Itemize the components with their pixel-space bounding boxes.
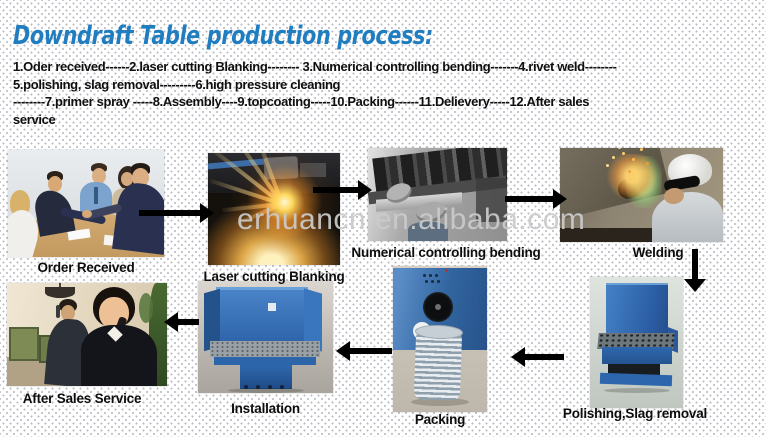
arrow-down-icon xyxy=(684,249,706,292)
arrow-head xyxy=(553,189,567,209)
label-laser-cutting: Laser cutting Blanking xyxy=(203,269,345,284)
lamp-stem xyxy=(59,283,61,288)
drawer-opening xyxy=(608,364,660,375)
work-table-surface xyxy=(210,341,320,357)
base-feet xyxy=(244,385,248,389)
spark-dots xyxy=(612,156,615,159)
arrow-shaft xyxy=(313,187,359,193)
tie xyxy=(94,187,98,204)
person-head xyxy=(121,172,133,186)
arrow-shaft xyxy=(349,348,392,354)
label-packing: Packing xyxy=(414,412,466,427)
process-line-2: 5.polishing, slag removal---------6.high… xyxy=(13,76,341,92)
fan-hub xyxy=(435,304,441,310)
photo-welding xyxy=(560,148,723,242)
plant-leaves xyxy=(139,293,153,323)
arrow-right-icon xyxy=(505,189,567,209)
person-head xyxy=(48,176,62,192)
headset-band xyxy=(56,305,60,318)
arrow-head xyxy=(511,347,525,367)
agent-face xyxy=(61,305,75,321)
table-apron xyxy=(602,347,672,364)
label-order-received: Order Received xyxy=(37,260,135,275)
arrow-head xyxy=(684,279,706,292)
arrow-shaft xyxy=(692,249,698,280)
arrow-right-icon xyxy=(313,180,372,200)
floor-shadow xyxy=(411,398,469,406)
floor-shadow xyxy=(228,388,304,393)
machine-side xyxy=(476,178,507,222)
process-line-1: 1.Oder received------2.laser cutting Bla… xyxy=(13,59,617,74)
label-sticker xyxy=(268,303,276,311)
arrow-head xyxy=(336,341,350,361)
label-polishing: Polishing,Slag removal xyxy=(562,406,708,421)
pedestal-base xyxy=(240,365,292,389)
computer-monitor xyxy=(9,327,39,361)
laser-glow xyxy=(208,153,340,265)
arrow-shaft xyxy=(177,319,199,325)
table-front-lip xyxy=(214,357,316,365)
worker-shirt xyxy=(652,192,723,242)
photo-installation xyxy=(198,281,333,393)
booth-back-wall xyxy=(216,287,308,346)
arrow-head xyxy=(164,312,178,332)
drawer-front xyxy=(599,372,673,387)
arrow-shaft xyxy=(505,196,554,202)
photo-after-sales xyxy=(7,283,167,386)
filter-cartridge xyxy=(413,329,463,401)
grinding-sparks xyxy=(604,154,660,198)
arrow-left-icon xyxy=(164,312,199,332)
arrow-shaft xyxy=(139,210,201,216)
photo-order-received xyxy=(8,150,164,257)
label-after-sales: After Sales Service xyxy=(22,391,142,406)
process-description: 1.Oder received------2.laser cutting Bla… xyxy=(13,58,765,128)
indicator-light xyxy=(445,269,448,272)
process-line-4: service xyxy=(13,111,56,127)
person-head xyxy=(92,168,106,184)
arrow-head xyxy=(200,203,214,223)
label-welding: Welding xyxy=(632,245,684,260)
photo-cnc-bending xyxy=(368,148,507,241)
photo-packing xyxy=(393,266,487,412)
floor-shadow xyxy=(604,388,670,393)
worker-sleeve xyxy=(408,222,448,241)
watermark-text: erhuancn.en.alibaba.com xyxy=(237,203,586,236)
photo-laser-cutting xyxy=(208,153,340,265)
arrow-right-icon xyxy=(139,203,214,223)
arrow-shaft xyxy=(524,354,564,360)
control-buttons xyxy=(423,274,426,277)
page-title: Downdraft Table production process: xyxy=(13,21,433,51)
person-hair xyxy=(91,163,107,172)
ceiling-lamp xyxy=(45,287,75,298)
process-line-3: --------7.primer spray -----8.Assembly--… xyxy=(13,94,590,110)
label-installation: Installation xyxy=(231,401,300,416)
arrow-left-icon xyxy=(511,347,564,367)
arrow-left-icon xyxy=(336,341,392,361)
booth-back-panel xyxy=(606,283,668,337)
handshake-hands xyxy=(82,210,92,218)
label-cnc-bending: Numerical controlling bending xyxy=(351,245,541,260)
arrow-head xyxy=(358,180,372,200)
photo-polishing xyxy=(590,277,683,408)
